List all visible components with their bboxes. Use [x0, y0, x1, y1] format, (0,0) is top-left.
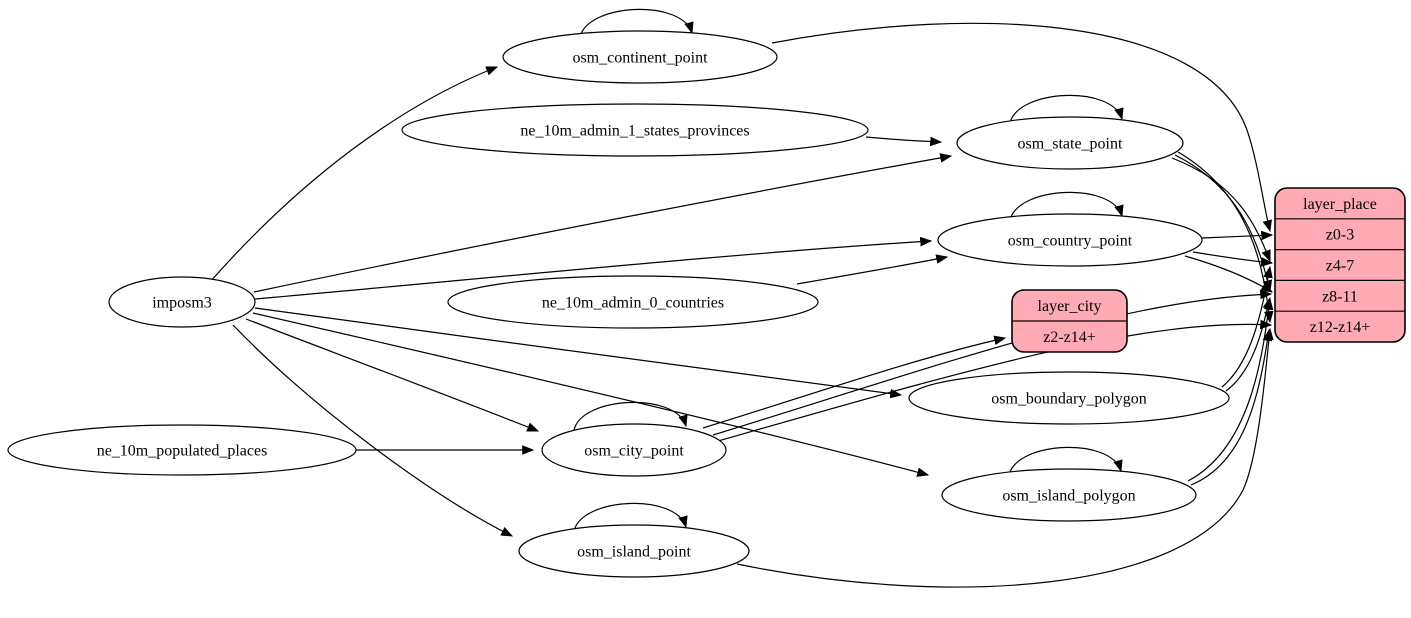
record-title: layer_place — [1303, 196, 1377, 213]
edge-ne_10m_admin_0_countries-to-osm_country_point — [796, 254, 949, 285]
edge-osm_island_point-to-layer_place-z12-z14+ — [736, 327, 1274, 588]
node-label: ne_10m_populated_places — [97, 443, 268, 460]
edge-imposm3-to-osm_island_polygon — [252, 312, 930, 477]
node-ne_10m_admin_0_countries: ne_10m_admin_0_countries — [447, 275, 819, 329]
edge-osm_boundary_polygon-to-layer_place-z4-7 — [1221, 265, 1273, 388]
layer-record-layer_city: layer_city z2-z14+ — [1011, 289, 1128, 353]
edge-imposm3-to-osm_continent_point — [209, 66, 499, 283]
node-osm_boundary_polygon: osm_boundary_polygon — [908, 371, 1230, 425]
node-label: osm_city_point — [584, 443, 684, 460]
edge-imposm3-to-osm_state_point — [253, 153, 953, 293]
node-label: imposm3 — [152, 295, 212, 312]
node-osm_island_point: osm_island_point — [518, 502, 750, 578]
edge-osm_country_point-to-layer_place-z0-3 — [1201, 230, 1274, 241]
edge-ne_10m_admin_1_states_provinces-to-osm_state_point — [865, 136, 943, 147]
self-loop-edge — [573, 502, 688, 532]
record-row: z4-7 — [1326, 258, 1354, 275]
edge-osm_city_point-to-layer_place-z12-z14+ — [717, 319, 1273, 442]
node-ne_10m_admin_1_states_provinces: ne_10m_admin_1_states_provinces — [401, 103, 869, 157]
node-osm_continent_point: osm_continent_point — [502, 8, 778, 84]
node-label: ne_10m_admin_1_states_provinces — [520, 123, 749, 140]
edge-osm_island_polygon-to-layer_place-z12-z14+ — [1190, 328, 1273, 486]
edge-osm_state_point-to-layer_place-z8-11 — [1174, 154, 1273, 293]
record-title: layer_city — [1038, 298, 1102, 315]
edge-osm_city_point-to-layer_city-z2-z14+ — [702, 335, 1007, 429]
node-label: osm_state_point — [1018, 136, 1123, 153]
node-label: osm_country_point — [1008, 233, 1133, 250]
record-row: z2-z14+ — [1043, 329, 1096, 346]
edge-osm_island_polygon-to-layer_place-z8-11 — [1187, 297, 1274, 482]
record-row: z0-3 — [1326, 227, 1354, 244]
edge-imposm3-to-osm_city_point — [245, 318, 540, 432]
node-osm_city_point: osm_city_point — [541, 401, 727, 477]
edge-imposm3-to-osm_country_point — [254, 236, 933, 300]
record-row: z12-z14+ — [1310, 319, 1371, 336]
node-osm_country_point: osm_country_point — [937, 191, 1203, 267]
edge-osm_continent_point-to-layer_place-z0-3 — [771, 22, 1272, 233]
node-ne_10m_populated_places: ne_10m_populated_places — [7, 424, 357, 476]
self-loop-edge — [1009, 191, 1124, 221]
node-label: osm_boundary_polygon — [991, 391, 1147, 408]
edge-imposm3-to-osm_island_point — [232, 324, 514, 537]
self-loop-edge — [573, 401, 688, 431]
record-row: z8-11 — [1322, 288, 1358, 305]
node-label: osm_continent_point — [572, 50, 708, 67]
node-imposm3: imposm3 — [108, 276, 256, 328]
edge-imposm3-to-osm_boundary_polygon — [254, 307, 903, 399]
self-loop-edge — [1009, 94, 1124, 124]
self-loop-edge — [1008, 446, 1123, 476]
edge-osm_country_point-to-layer_place-z4-7 — [1192, 251, 1274, 267]
node-label: osm_island_polygon — [1002, 488, 1135, 505]
edge-osm_state_point-to-layer_place-z4-7 — [1171, 157, 1271, 263]
self-loop-edge — [579, 8, 694, 38]
layer-record-layer_place: layer_place z0-3 z4-7 z8-11 z12-z14+ — [1274, 187, 1406, 343]
node-osm_state_point: osm_state_point — [956, 94, 1184, 170]
node-label: ne_10m_admin_0_countries — [542, 295, 724, 312]
node-osm_island_polygon: osm_island_polygon — [941, 446, 1197, 522]
node-label: osm_island_point — [577, 544, 691, 561]
